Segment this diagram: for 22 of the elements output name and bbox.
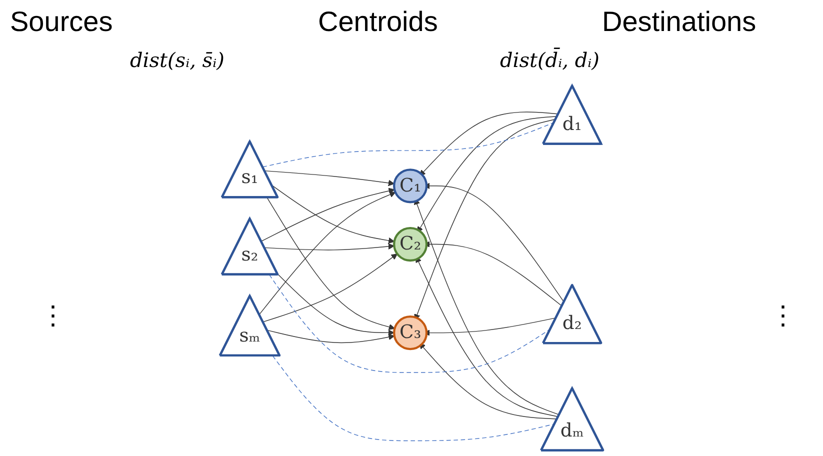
arrow (416, 256, 559, 418)
arrow (277, 274, 394, 336)
formula-label: dist(sᵢ, s̄ᵢ) (130, 48, 224, 72)
column-heading: Centroids (318, 6, 438, 38)
arrow (266, 197, 395, 330)
node-circle: C₂ (393, 226, 428, 262)
arrow (266, 330, 395, 344)
ellipsis-dots: ⋮ (770, 300, 796, 331)
arrow (419, 342, 558, 420)
connector (262, 122, 555, 168)
formula-label: dist(d̄ᵢ, dᵢ) (500, 48, 600, 72)
column-heading: Destinations (602, 6, 756, 38)
arrow (258, 192, 396, 315)
node-circle: C₃ (393, 316, 428, 350)
ellipsis-dots: ⋮ (40, 300, 66, 331)
arrow (262, 254, 398, 322)
node-circle: C₁ (393, 168, 428, 204)
arrow (264, 243, 394, 250)
arrow (264, 170, 395, 186)
arrow (419, 112, 559, 176)
arrow (417, 116, 558, 233)
column-heading: Sources (10, 6, 113, 38)
